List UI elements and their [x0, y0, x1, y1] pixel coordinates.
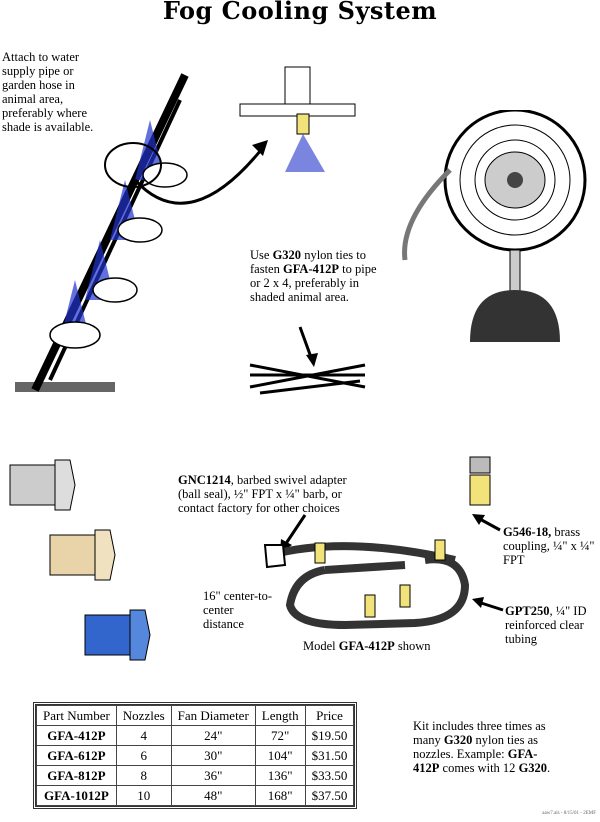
- footer-code: aaw7.als - 8/15/01 - 2EMF: [542, 811, 596, 816]
- fan-illustration: [402, 110, 587, 342]
- model-caption: Model GFA-412P shown: [303, 639, 431, 653]
- gpt250-note: GPT250, ¼" ID reinforced clear tubing: [505, 604, 587, 646]
- arrow-to-closeup: [133, 140, 268, 205]
- table-cell: $19.50: [304, 725, 355, 746]
- table-cell: 8: [115, 765, 172, 786]
- table-cell: 30": [170, 745, 256, 766]
- kit-note: Kit includes three times as many G320 ny…: [413, 719, 551, 775]
- center-distance-note: 16" center-to-center distance: [203, 589, 273, 631]
- table-cell: 168": [254, 785, 306, 806]
- table-cell: GFA-812P: [36, 765, 117, 786]
- column-header: Fan Diameter: [170, 705, 256, 726]
- ties-note: Use G320 nylon ties to fasten GFA-412P t…: [250, 248, 377, 304]
- nozzle-blue-icon: [84, 609, 151, 661]
- arrow-g546: [472, 514, 501, 532]
- table-cell: $31.50: [304, 745, 355, 766]
- table-cell: $33.50: [304, 765, 355, 786]
- page-title: Fog Cooling System: [162, 0, 438, 25]
- table-cell: GFA-412P: [36, 725, 117, 746]
- table-cell: 104": [254, 745, 306, 766]
- table-cell: 48": [170, 785, 256, 806]
- column-header: Part Number: [36, 705, 117, 726]
- nozzle-closeup-illustration: [239, 66, 356, 172]
- table-cell: 4: [115, 725, 172, 746]
- column-header: Price: [304, 705, 355, 726]
- table-cell: $37.50: [304, 785, 355, 806]
- table-cell: 72": [254, 725, 306, 746]
- table-cell: 10: [115, 785, 172, 806]
- arrow-gpt250: [472, 597, 504, 612]
- table-cell: GFA-612P: [36, 745, 117, 766]
- gnc1214-note: GNC1214, barbed swivel adapter (ball sea…: [178, 473, 347, 515]
- table-cell: 6: [115, 745, 172, 766]
- hose-assembly-illustration: [263, 456, 491, 630]
- nozzle-tan-icon: [49, 529, 116, 581]
- nozzle-gray-icon: [9, 459, 76, 511]
- table-cell: 36": [170, 765, 256, 786]
- g546-note: G546-18, brass coupling, ¼" x ¼" FPT: [503, 525, 595, 567]
- barn-cows-illustration: [15, 73, 194, 392]
- table-cell: 136": [254, 765, 306, 786]
- column-header: Length: [254, 705, 306, 726]
- column-header: Nozzles: [115, 705, 172, 726]
- nylon-ties-illustration: [249, 326, 366, 395]
- table-cell: 24": [170, 725, 256, 746]
- table-cell: GFA-1012P: [36, 785, 117, 806]
- attach-note: Attach to water supply pipe or garden ho…: [2, 50, 94, 134]
